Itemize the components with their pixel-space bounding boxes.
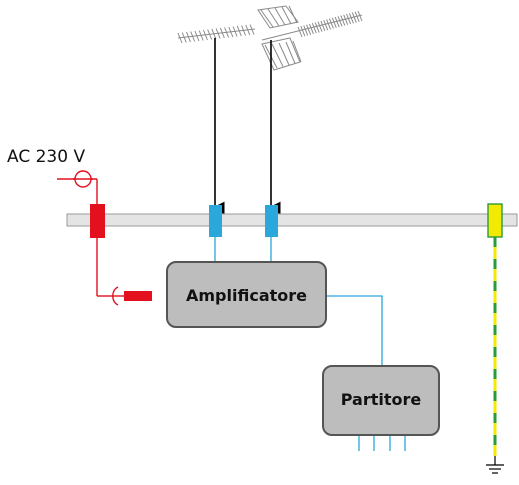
signal-cables <box>214 237 406 451</box>
signal-clamp-right <box>265 205 278 237</box>
amplifier-label: Amplificatore <box>186 286 307 305</box>
power-label: AC 230 V <box>7 147 85 167</box>
power-clamp <box>90 204 105 238</box>
ground-symbol-icon <box>486 456 504 474</box>
crossed-yagi-antenna-icon <box>257 5 363 71</box>
yagi-antenna-icon <box>177 24 256 44</box>
ground-clamp <box>487 203 503 238</box>
plug-icon <box>124 291 152 301</box>
splitter-label: Partitore <box>341 390 422 409</box>
amplifier-box: Amplificatore <box>166 261 327 328</box>
splitter-box: Partitore <box>322 365 440 436</box>
equipotential-bus-bar <box>66 213 518 227</box>
power-source-icon <box>73 170 93 188</box>
signal-clamp-left <box>209 205 222 237</box>
